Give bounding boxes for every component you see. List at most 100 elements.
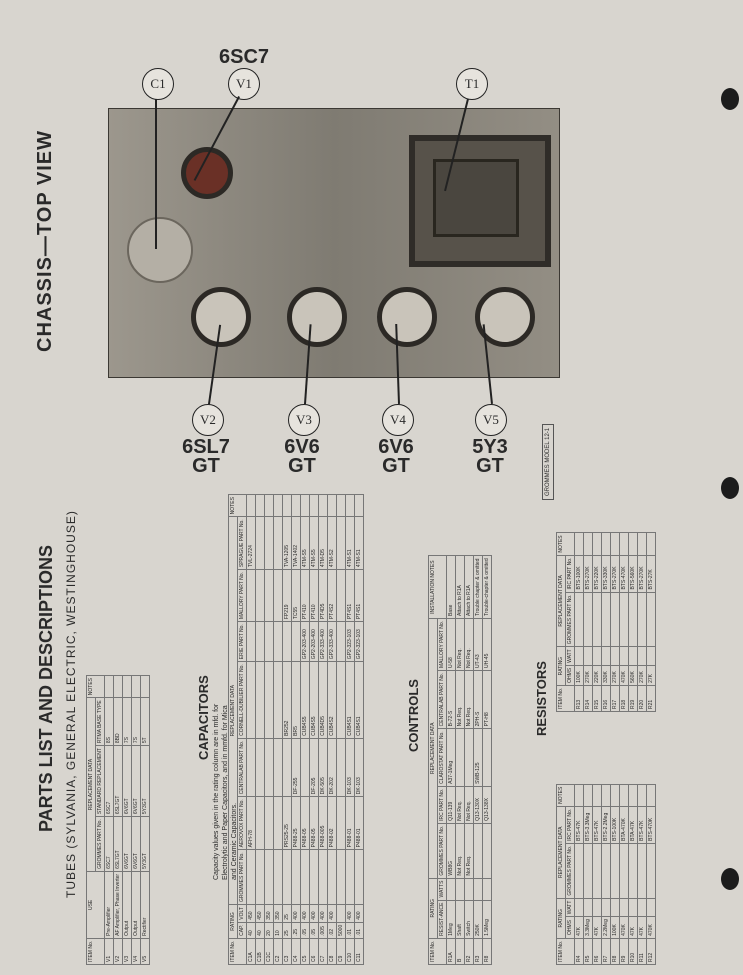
ctrl-table-wrap: ITEM No. RATING REPLACEMENT DATA INSTALL… <box>428 555 492 965</box>
table-cell <box>592 532 602 556</box>
table-cell: Output <box>122 871 132 939</box>
table-cell: R10 <box>628 938 638 965</box>
table-cell: P488-05 <box>309 796 319 850</box>
tubes-title: TUBES (SYLVANIA, GENERAL ELECTRIC, WESTI… <box>64 510 78 898</box>
table-cell <box>336 904 346 923</box>
table-cell <box>255 621 265 662</box>
th-res2-notes: NOTES <box>556 532 575 556</box>
table-cell <box>628 646 638 666</box>
th-grommes: GROMMES PART No. <box>95 816 105 872</box>
table-cell: 270K <box>637 665 647 686</box>
table-cell <box>646 532 656 556</box>
table-cell: R1A <box>446 938 456 965</box>
th-ctrl-resist: RESIST-ANCE <box>437 900 447 939</box>
table-cell: GP2-203-400 <box>309 621 319 662</box>
table-cell <box>318 849 328 905</box>
table-cell <box>336 796 346 850</box>
th-cap-cap: CAP. <box>237 922 247 939</box>
table-cell: BTS-270K <box>610 555 620 593</box>
table-cell <box>628 843 638 899</box>
table-cell: WB8G <box>446 823 456 879</box>
table-cell <box>264 796 274 850</box>
table-cell <box>646 843 656 899</box>
table-cell: 7S <box>131 697 141 746</box>
table-cell: 1Meg <box>446 900 456 939</box>
model-box: GROMMES MODEL 12-1 <box>542 423 554 500</box>
table-cell <box>336 569 346 622</box>
table-cell: PT4S1 <box>345 569 355 622</box>
table-cell <box>246 621 256 662</box>
table-cell: Output <box>131 871 141 939</box>
table-cell: BTS-27K <box>646 555 656 593</box>
callout-v1: V1 <box>228 68 260 100</box>
table-cell <box>255 849 265 905</box>
table-cell <box>482 878 492 901</box>
table-cell: .005 <box>318 922 328 939</box>
th-ctrl-install: INSTALLATION NOTES <box>428 555 447 619</box>
table-cell <box>122 675 132 698</box>
table-cell: 47K <box>628 916 638 939</box>
table-cell <box>646 592 656 647</box>
table-cell <box>619 532 629 556</box>
table-cell <box>583 843 593 899</box>
table-cell <box>345 494 355 517</box>
table-cell <box>264 661 274 739</box>
table-cell: C2 <box>273 938 283 965</box>
table-cell: 1.5Meg <box>482 900 492 939</box>
table-cell <box>619 646 629 666</box>
callout-v3: V3 <box>288 404 320 436</box>
table-cell <box>637 592 647 647</box>
th-res2-grommes: GROMMES PART No. <box>565 592 575 647</box>
th-ctrl-item: ITEM No. <box>428 938 447 965</box>
binder-hole-bottom <box>721 868 739 890</box>
table-cell <box>610 898 620 917</box>
table-cell <box>113 675 123 698</box>
table-cell <box>300 494 310 517</box>
table-cell <box>592 843 602 899</box>
table-cell <box>628 532 638 556</box>
table-cell: DK-103 <box>345 738 355 797</box>
table-cell: Not Req. <box>455 670 465 729</box>
table-cell: C1A <box>246 938 256 965</box>
table-cell <box>264 849 274 905</box>
table-cell: GP2-333-400 <box>327 621 337 662</box>
table-cell: BTS-47K <box>574 806 584 844</box>
table-cell: R12 <box>646 938 656 965</box>
table-cell: B <box>455 938 465 965</box>
res-table-right-wrap: ITEM No. RATING REPLACEMENT DATA NOTES O… <box>556 532 656 712</box>
table-cell: R17 <box>610 685 620 712</box>
th-cap-repl: REPLACEMENT DATA <box>228 516 238 905</box>
table-cell <box>318 494 328 517</box>
leader-c1 <box>155 99 157 249</box>
table-cell: AFH-78 <box>246 796 256 850</box>
table-cell: BTS-47K <box>637 806 647 844</box>
table-cell: 27K <box>646 665 656 686</box>
callout-t1: T1 <box>456 68 488 100</box>
tubes-table: ITEM No. USE REPLACEMENT DATA NOTES GROM… <box>86 675 150 965</box>
table-cell: PT4S2 <box>327 569 337 622</box>
table-cell <box>646 646 656 666</box>
table-cell <box>255 661 265 739</box>
table-cell: V1 <box>104 938 114 965</box>
table-cell: R15 <box>592 685 602 712</box>
table-cell <box>282 849 292 905</box>
table-cell <box>336 494 346 517</box>
th-cap-item: ITEM No. <box>228 938 247 965</box>
table-cell: 330K <box>601 665 611 686</box>
table-cell <box>273 516 283 570</box>
th-ctrl-irc: IRC PART No. <box>437 786 447 824</box>
table-cell: R8 <box>610 938 620 965</box>
table-cell: 400 <box>309 904 319 923</box>
